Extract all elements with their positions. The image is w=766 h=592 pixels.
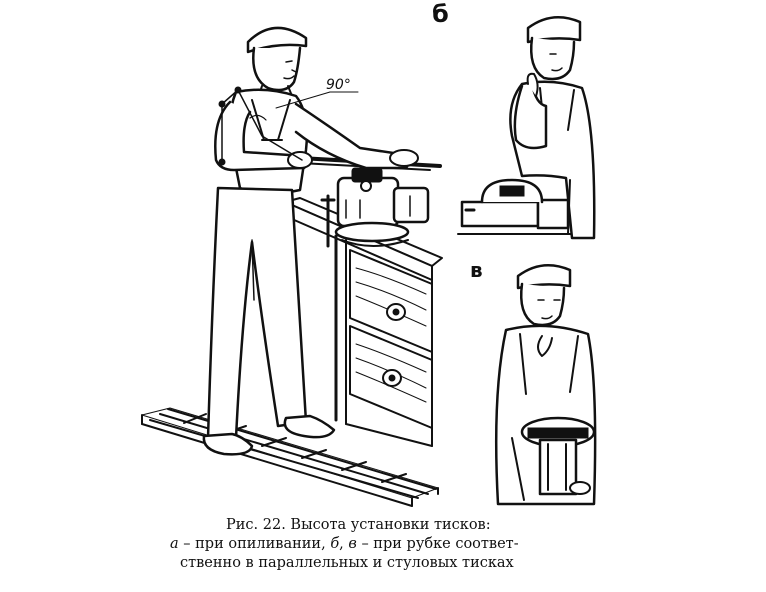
caption-text-end: – при рубке соответ- — [356, 536, 519, 552]
caption-letter-b: б — [330, 536, 340, 552]
panel-b-chopping-parallel-vise — [457, 15, 596, 240]
caption-separator: , — [339, 536, 349, 552]
panel-a-filing-scene — [141, 26, 443, 507]
caption-line-3: ственно в параллельных и стуловых тисках — [180, 555, 514, 571]
figure-caption: Рис. 22. Высота установки тисков: а – пр… — [170, 516, 610, 573]
caption-line-2: а – при опиливании, б, в – при рубке соо… — [170, 535, 610, 554]
bench-vise — [320, 167, 430, 248]
caption-text-a: – при опиливании, — [178, 536, 331, 552]
panel-label-b: б — [432, 0, 449, 28]
angle-annotation: 90° — [326, 77, 351, 93]
panel-label-v: в — [470, 258, 483, 282]
caption-letter-v: в — [348, 536, 357, 552]
caption-letter-a: а — [170, 536, 179, 552]
caption-line-1: Рис. 22. Высота установки тисков: — [226, 517, 491, 533]
panel-v-chopping-leg-vise — [494, 263, 597, 506]
workbench — [284, 197, 443, 447]
worker-filing — [202, 26, 419, 456]
